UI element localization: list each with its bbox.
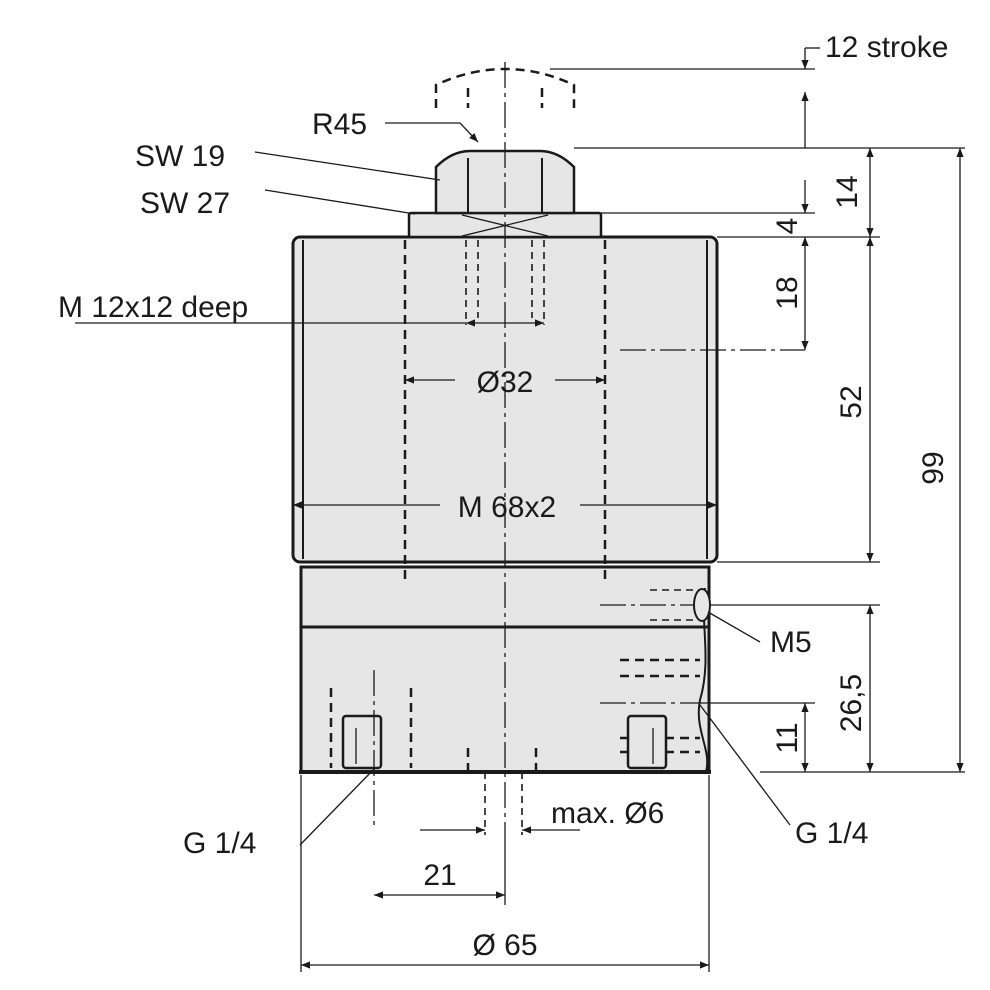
dimension-lines [75, 47, 965, 972]
label-base-dia: Ø 65 [472, 929, 537, 962]
label-dim-52: 52 [835, 385, 868, 418]
port-right [626, 714, 668, 770]
label-radius: R45 [312, 108, 367, 141]
label-port-left: G 1/4 [183, 827, 256, 860]
port-m5 [693, 588, 711, 622]
label-port-right: G 1/4 [795, 817, 868, 850]
label-stroke: 12 stroke [825, 31, 948, 64]
label-dim-99: 99 [917, 451, 950, 484]
label-bore: Ø32 [477, 366, 534, 399]
label-dim-14: 14 [831, 175, 864, 208]
port-left [341, 714, 383, 770]
label-sw19: SW 19 [135, 140, 225, 173]
label-dim-11: 11 [771, 722, 804, 753]
label-dim-18: 18 [771, 276, 804, 309]
label-sw27: SW 27 [140, 187, 230, 220]
hidden-edges [329, 240, 700, 772]
leader-lines [254, 122, 791, 846]
label-dim-4: 4 [771, 218, 804, 235]
label-thread-deep: M 12x12 deep [58, 291, 248, 324]
label-dim-26-5: 26,5 [835, 674, 868, 732]
label-offset: 21 [423, 859, 456, 892]
outlet-pipe [484, 772, 523, 835]
labels: 12 stroke R45 SW 19 SW 27 M 12x12 deep Ø… [58, 31, 950, 962]
center-lines [373, 62, 805, 840]
label-thread-body: M 68x2 [458, 491, 556, 524]
label-max-dia: max. Ø6 [551, 797, 664, 830]
label-port-m5: M5 [770, 626, 812, 659]
